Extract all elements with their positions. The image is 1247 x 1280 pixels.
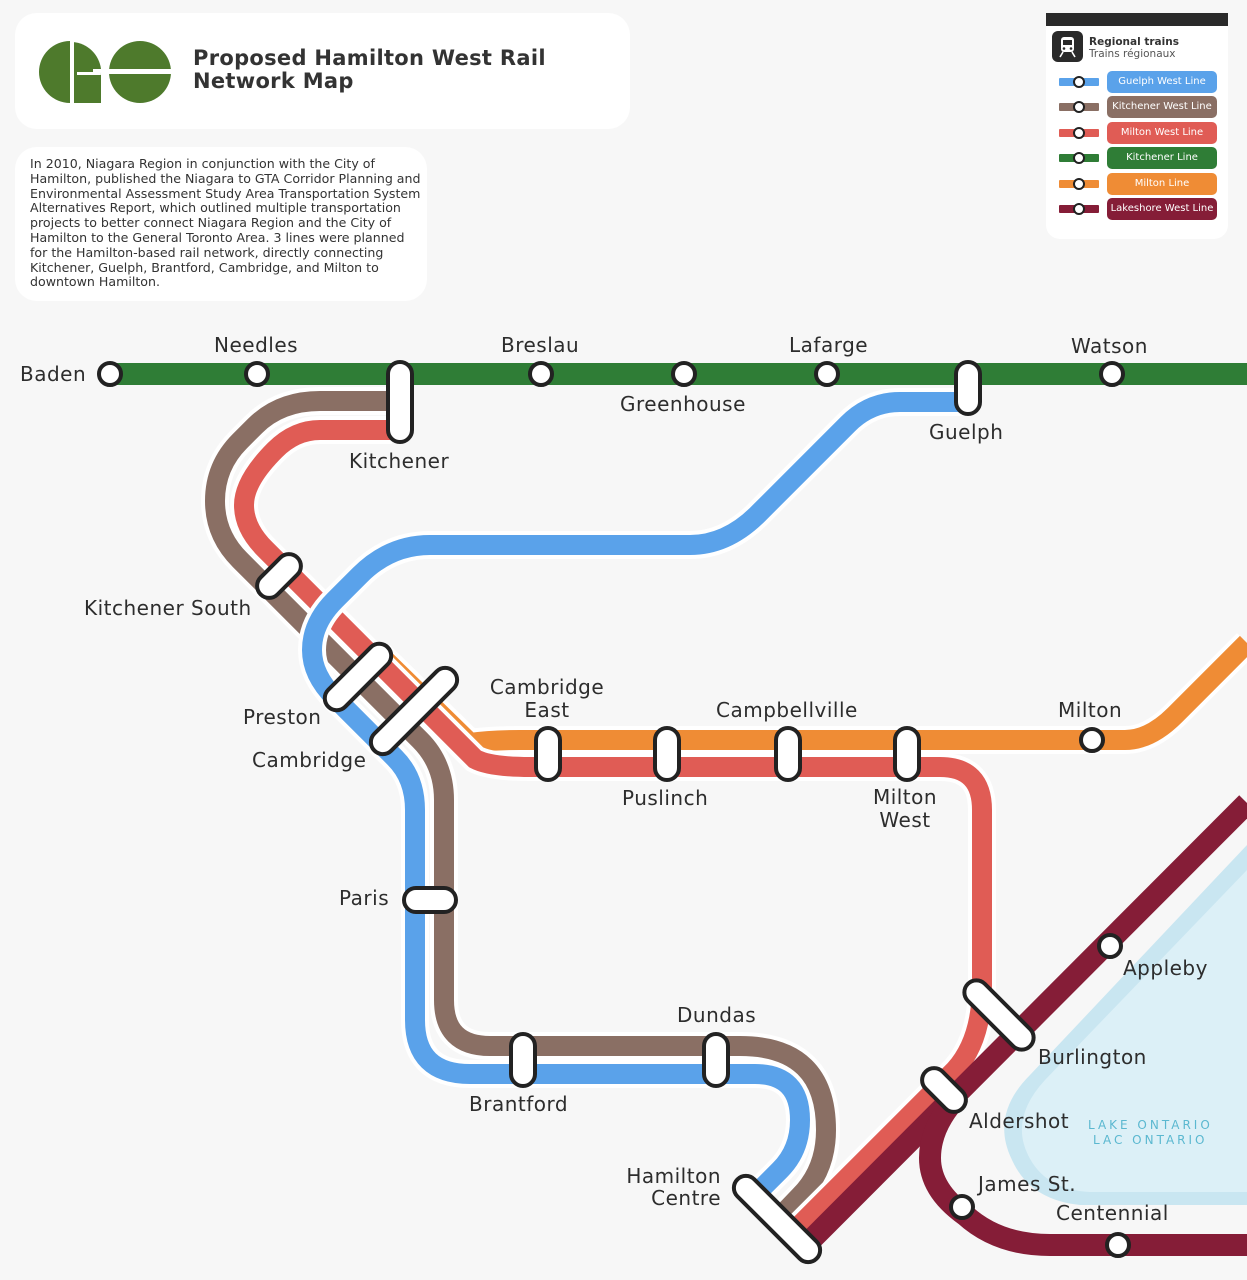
description-text: In 2010, Niagara Region in conjunction w…	[30, 156, 421, 290]
label-milton-west-1: Milton	[873, 785, 937, 809]
page-title: Proposed Hamilton West Rail Network Map	[193, 46, 546, 93]
interchange-cambridge-east[interactable]	[534, 726, 562, 782]
label-centennial: Centennial	[1056, 1201, 1169, 1225]
label-breslau: Breslau	[501, 333, 579, 357]
go-transit-logo	[39, 39, 172, 105]
legend-item-milton: Milton Line	[1046, 173, 1228, 195]
interchange-kitchener-south[interactable]	[252, 549, 306, 603]
legend-item-kitchener: Kitchener Line	[1046, 147, 1228, 169]
interchange-preston[interactable]	[320, 639, 396, 715]
label-campbellville: Campbellville	[716, 698, 858, 722]
station-baden[interactable]	[97, 361, 123, 387]
label-dundas: Dundas	[677, 1003, 756, 1027]
legend-item-kitchener-west: Kitchener West Line	[1046, 96, 1228, 118]
station-james-st[interactable]	[949, 1194, 975, 1220]
label-hamilton-centre-2: Centre	[651, 1186, 721, 1210]
interchange-hamilton-centre[interactable]	[729, 1171, 825, 1267]
label-burlington: Burlington	[1038, 1045, 1147, 1069]
label-guelph: Guelph	[929, 420, 1003, 444]
lakeshore-west-branch	[918, 1086, 1247, 1256]
lake-ontario-inner	[1021, 870, 1247, 1192]
legend-label-kitchener: Kitchener Line	[1107, 147, 1217, 169]
label-lafarge: Lafarge	[789, 333, 868, 357]
label-puslinch: Puslinch	[622, 786, 708, 810]
interchange-cambridge[interactable]	[366, 663, 462, 759]
legend-label-milton: Milton Line	[1107, 173, 1217, 195]
label-kitchener: Kitchener	[349, 449, 449, 473]
title-card: Proposed Hamilton West Rail Network Map	[15, 13, 630, 129]
interchange-kitchener[interactable]	[386, 360, 414, 444]
interchange-dundas[interactable]	[702, 1032, 730, 1088]
legend-item-milton-west: Milton West Line	[1046, 122, 1228, 144]
station-lafarge[interactable]	[814, 361, 840, 387]
lake-label-en: LAKE ONTARIO	[1088, 1118, 1213, 1132]
interchange-brantford[interactable]	[509, 1032, 537, 1088]
interchange-guelph[interactable]	[954, 360, 982, 416]
label-brantford: Brantford	[469, 1092, 568, 1116]
legend-label-guelph-west: Guelph West Line	[1107, 71, 1217, 93]
legend-item-guelph-west: Guelph West Line	[1046, 71, 1228, 93]
interchange-paris[interactable]	[402, 886, 458, 914]
station-appleby[interactable]	[1097, 933, 1123, 959]
legend-label-milton-west: Milton West Line	[1107, 122, 1217, 144]
lake-label-fr: LAC ONTARIO	[1093, 1133, 1208, 1147]
label-needles: Needles	[214, 333, 298, 357]
description-card: In 2010, Niagara Region in conjunction w…	[15, 147, 427, 301]
legend-header-bar	[1046, 13, 1228, 26]
label-preston: Preston	[243, 705, 321, 729]
label-cambridge-east-1: Cambridge	[490, 675, 604, 699]
legend: Regional trains Trains régionaux Guelph …	[1046, 13, 1228, 239]
station-milton[interactable]	[1079, 727, 1105, 753]
label-milton-west-2: West	[879, 808, 930, 832]
label-appleby: Appleby	[1123, 956, 1208, 980]
interchange-campbellville[interactable]	[774, 726, 802, 782]
interchange-milton-west[interactable]	[893, 726, 921, 782]
label-baden: Baden	[20, 362, 86, 386]
station-needles[interactable]	[244, 361, 270, 387]
label-watson: Watson	[1071, 334, 1148, 358]
interchange-aldershot[interactable]	[917, 1063, 971, 1117]
legend-item-lakeshore-west: Lakeshore West Line	[1046, 198, 1228, 220]
legend-subheading: Trains régionaux	[1089, 48, 1176, 60]
interchange-burlington[interactable]	[959, 975, 1038, 1054]
label-cambridge-east-2: East	[524, 698, 569, 722]
legend-label-lakeshore-west: Lakeshore West Line	[1107, 198, 1217, 220]
label-hamilton-centre-1: Hamilton	[626, 1164, 721, 1188]
label-greenhouse: Greenhouse	[620, 392, 746, 416]
label-paris: Paris	[339, 886, 389, 910]
station-centennial[interactable]	[1105, 1232, 1131, 1258]
label-aldershot: Aldershot	[969, 1109, 1069, 1133]
train-icon	[1052, 31, 1083, 62]
legend-heading: Regional trains	[1089, 36, 1179, 48]
label-cambridge: Cambridge	[252, 748, 366, 772]
station-greenhouse[interactable]	[671, 361, 697, 387]
label-milton: Milton	[1058, 698, 1122, 722]
interchange-puslinch[interactable]	[653, 726, 681, 782]
label-kitchener-south: Kitchener South	[84, 596, 252, 620]
legend-label-kitchener-west: Kitchener West Line	[1107, 96, 1217, 118]
label-james-st: James St.	[976, 1172, 1076, 1196]
station-watson[interactable]	[1099, 361, 1125, 387]
station-breslau[interactable]	[528, 361, 554, 387]
